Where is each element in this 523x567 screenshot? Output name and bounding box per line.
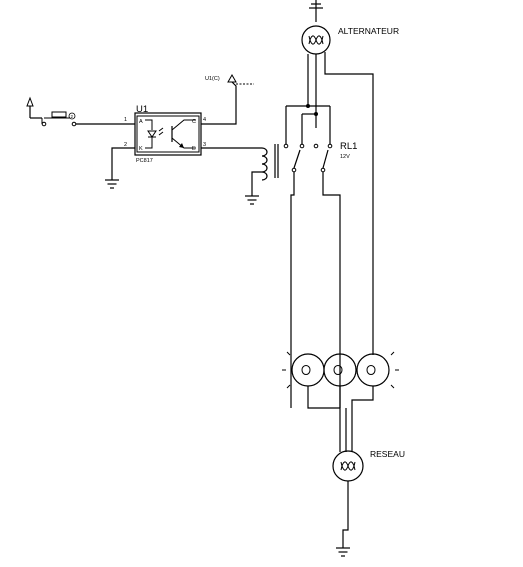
coil-ground-wire: [251, 171, 262, 196]
pin-2-number: 2: [124, 142, 127, 148]
grid-source-symbol: [332, 450, 364, 482]
optocoupler-ref-label: U1: [136, 104, 148, 115]
alternator-label: ALTERNATEUR: [338, 26, 399, 36]
switch-pin-label: 2: [71, 114, 74, 119]
alternator-generator-symbol: [301, 25, 331, 55]
pin-4-number: 4: [203, 117, 206, 123]
probe-label: U1(C): [205, 76, 220, 82]
lamp-3-symbol: [356, 351, 399, 389]
alternator-ground-symbol: [309, 0, 323, 22]
pin-collector-label: C: [192, 119, 196, 125]
cathode-ground-symbol: [105, 179, 119, 189]
probe-arrow-symbol: [227, 73, 254, 85]
relay-contacts: [283, 104, 341, 408]
relay-voltage-label: 12V: [340, 154, 350, 160]
lamp-3-return: [351, 386, 374, 452]
optocoupler-transistor-symbol: [171, 119, 196, 149]
pin-anode-label: A: [139, 119, 143, 125]
optocoupler-body: [134, 112, 202, 156]
input-supply-arrow: [26, 96, 42, 119]
grid-label: RESEAU: [370, 449, 405, 459]
pin-emitter-label: E: [192, 146, 196, 152]
relay-coil-symbol: [261, 144, 279, 181]
lamp-1-return: [307, 386, 340, 409]
cathode-ground-wire: [111, 147, 135, 180]
collector-wire: [201, 81, 237, 125]
grid-ground-wire: [342, 481, 349, 548]
pin-1-number: 1: [124, 117, 127, 123]
grid-ground-symbol: [336, 547, 350, 557]
lamp-1-symbol: [282, 351, 325, 389]
coil-ground-symbol: [245, 195, 259, 205]
pin-3-number: 3: [203, 142, 206, 148]
pin-cathode-label: K: [139, 146, 143, 152]
relay-label: RL1: [340, 141, 357, 152]
optocoupler-part-label: PC817: [136, 158, 153, 164]
alternator-wire-right: [324, 52, 374, 355]
push-button-switch: [41, 111, 77, 127]
optocoupler-led-symbol: [145, 119, 164, 149]
